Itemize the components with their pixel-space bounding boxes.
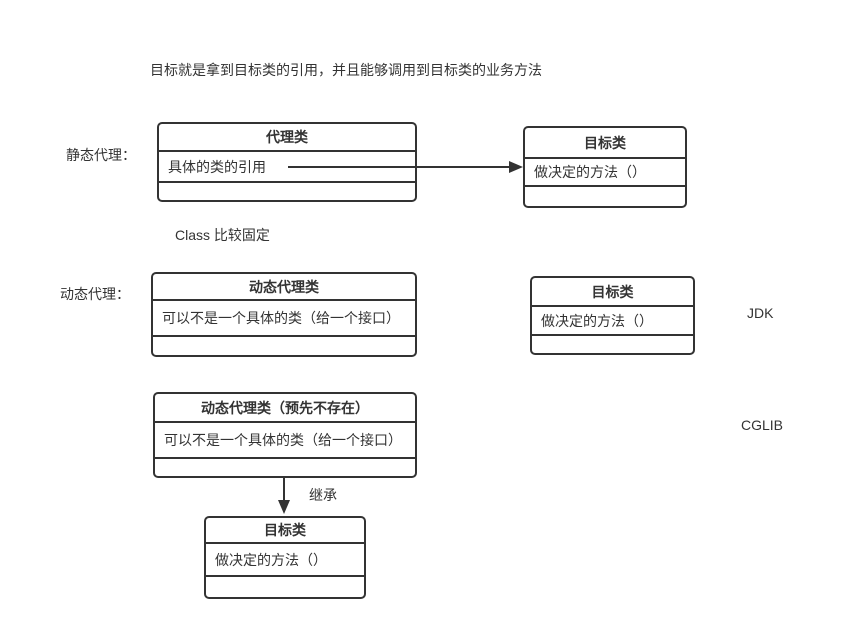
cglib-target-class-box: 目标类 做决定的方法（） (204, 516, 366, 599)
jdk-proxy-class-box: 动态代理类 可以不是一个具体的类（给一个接口） (151, 272, 417, 357)
class-empty-section (153, 337, 415, 355)
class-member: 做决定的方法（） (206, 544, 364, 577)
class-title: 目标类 (525, 128, 685, 159)
class-member: 可以不是一个具体的类（给一个接口） (153, 301, 415, 337)
cglib-proxy-class-box: 动态代理类（预先不存在） 可以不是一个具体的类（给一个接口） (153, 392, 417, 478)
jdk-target-class-box: 目标类 做决定的方法（） (530, 276, 695, 355)
class-empty-section (206, 577, 364, 597)
class-member: 具体的类的引用 (159, 152, 415, 183)
class-title: 动态代理类 (153, 274, 415, 301)
jdk-tag: JDK (747, 305, 774, 321)
class-empty-section (532, 336, 693, 353)
inheritance-arrow (278, 478, 290, 514)
inheritance-label: 继承 (309, 487, 337, 503)
class-empty-section (525, 187, 685, 206)
static-proxy-class-box: 代理类 具体的类的引用 (157, 122, 417, 202)
class-title: 目标类 (532, 278, 693, 307)
cglib-tag: CGLIB (741, 417, 784, 433)
class-title: 目标类 (206, 518, 364, 544)
static-target-class-box: 目标类 做决定的方法（） (523, 126, 687, 208)
class-empty-section (155, 459, 415, 476)
class-empty-section (159, 183, 415, 200)
class-title: 代理类 (159, 124, 415, 152)
class-member: 可以不是一个具体的类（给一个接口） (155, 423, 415, 459)
static-proxy-label: 静态代理： (66, 147, 136, 163)
class-title: 动态代理类（预先不存在） (155, 394, 415, 423)
dynamic-proxy-label: 动态代理： (60, 286, 130, 302)
diagram-note-top: 目标就是拿到目标类的引用，并且能够调用到目标类的业务方法 (150, 62, 542, 78)
class-member: 做决定的方法（） (525, 159, 685, 187)
class-fixed-note: Class 比较固定 (175, 227, 270, 243)
class-member: 做决定的方法（） (532, 307, 693, 336)
